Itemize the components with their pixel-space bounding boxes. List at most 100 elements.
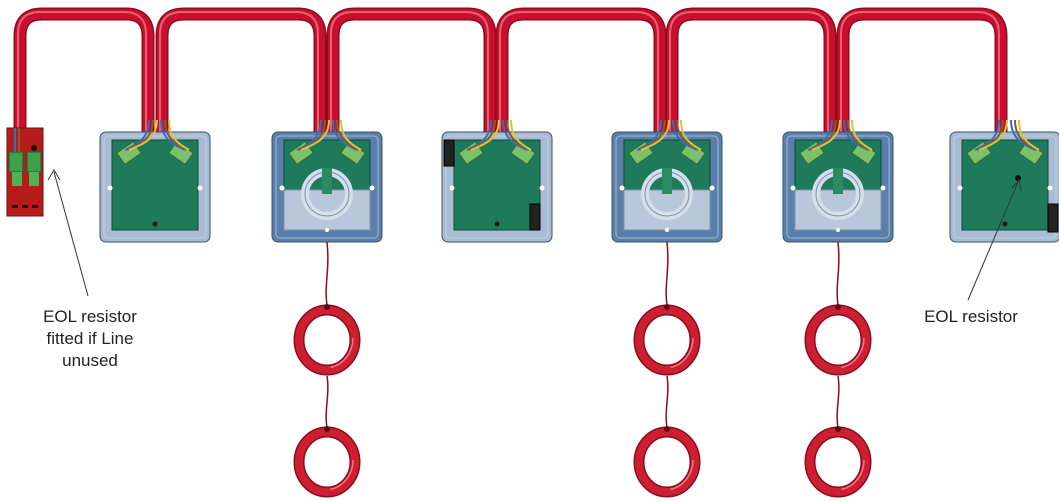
module-plate [623, 189, 711, 231]
wire [811, 119, 841, 151]
module-frame-bevel [786, 135, 890, 239]
loop-assembly-2 [633, 241, 701, 498]
module-5 [782, 131, 894, 243]
cable-arch-highlight [330, 11, 489, 149]
pointer-right [967, 181, 1019, 301]
wire [332, 119, 358, 151]
wire [676, 119, 700, 151]
pointer-left [53, 171, 89, 297]
loop-ring-highlight [807, 429, 865, 491]
loop-knot [835, 426, 841, 432]
module-1 [99, 131, 211, 243]
cable-arch [838, 9, 1006, 155]
devices [6, 119, 1059, 243]
wire [300, 119, 330, 151]
loop-knot [664, 426, 670, 432]
wire [336, 119, 360, 151]
wire [1018, 119, 1040, 151]
cable-arch-highlight [840, 11, 1000, 149]
eol-fitted-label: EOL resistor fitted if Line unused [20, 306, 160, 372]
eol-fitted-label-line-2: fitted if Line [46, 329, 134, 348]
pointer-left-arrowhead [47, 169, 61, 181]
eol-resistor-dot [1015, 175, 1021, 181]
wire [1014, 119, 1038, 151]
eol-fitted-label-line-3: unused [62, 351, 118, 370]
loop-ring-highlight [296, 307, 354, 369]
mount-hole-right [880, 185, 886, 191]
cable-arch-highlight [499, 11, 659, 149]
wire [680, 119, 702, 151]
cable-arch-outline [836, 7, 1008, 157]
wire [672, 119, 698, 151]
wire [164, 119, 188, 151]
terminal-left-lower [12, 172, 22, 186]
cable-arch [497, 9, 665, 155]
loop-ring [635, 306, 699, 374]
screw [494, 221, 500, 227]
mount-hole-right [1047, 185, 1053, 191]
loop-ring [295, 306, 359, 374]
wire [640, 119, 670, 151]
loop-knot [324, 304, 330, 310]
cable-arch-outline [495, 7, 667, 157]
wire [843, 119, 869, 151]
screw [325, 228, 329, 232]
eol-resistor-dot [31, 145, 37, 151]
module-6 [949, 131, 1059, 243]
wire [847, 119, 871, 151]
cable-arch-outline [326, 7, 497, 157]
mount-hole-left [279, 185, 285, 191]
cable-arch-highlight [17, 11, 147, 149]
pcb-stem [833, 168, 843, 194]
loop-ring [806, 306, 870, 374]
loop-knot [324, 426, 330, 432]
loop-ring [295, 428, 359, 496]
cable-arch-outline [665, 7, 837, 157]
module-frame-bevel [103, 135, 207, 239]
sensor-loops [293, 241, 872, 498]
wire [506, 119, 530, 151]
loop-lead [325, 241, 329, 306]
cable-arch [15, 9, 153, 155]
module-plate [794, 189, 882, 231]
terminal-left [8, 151, 24, 173]
eol-resistor-label: EOL resistor [906, 306, 1036, 328]
module-frame-bevel [275, 135, 379, 239]
mount-hole-left [957, 185, 963, 191]
wire [340, 119, 362, 151]
terminal-right [26, 151, 42, 173]
module-3 [441, 131, 553, 243]
loop-ring [806, 428, 870, 496]
cable-arch-highlight [159, 11, 319, 149]
connector-header [1047, 203, 1059, 233]
loop-knot [664, 304, 670, 310]
screw [152, 221, 158, 227]
loop-lead [325, 375, 329, 429]
loop-lead [836, 241, 840, 306]
pcb-stem [322, 168, 332, 194]
wire [128, 119, 158, 151]
mount-hole-right [709, 185, 715, 191]
screw [836, 228, 840, 232]
terminal-slot [32, 205, 38, 208]
screw [665, 228, 669, 232]
eol-fitted-label-line-1: EOL resistor [43, 307, 137, 326]
wire [502, 119, 528, 151]
mount-hole-left [790, 185, 796, 191]
connector-header [529, 203, 541, 231]
loop-ring-highlight [807, 307, 865, 369]
loop-assembly-3 [804, 241, 872, 498]
wire [470, 119, 500, 151]
terminal-right-lower [29, 172, 39, 186]
wire [510, 119, 532, 151]
cable-arches [13, 7, 1008, 157]
wire [160, 119, 186, 151]
pcb-stem [662, 168, 672, 194]
mount-hole-left [449, 185, 455, 191]
loop-knot [835, 304, 841, 310]
module-2 [271, 131, 383, 243]
connector-header [443, 139, 455, 167]
loop-assembly-1 [293, 241, 361, 498]
loop-lead [836, 375, 840, 429]
loop-ring-highlight [636, 307, 694, 369]
